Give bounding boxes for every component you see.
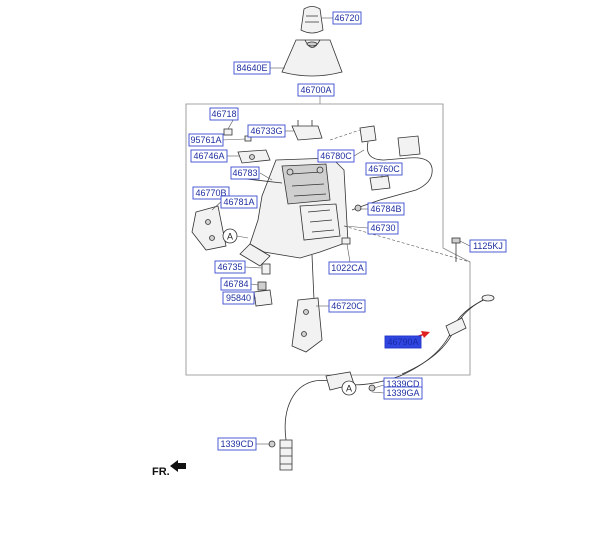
part-label-46700A[interactable]: 46700A — [297, 83, 335, 97]
svg-text:95761A: 95761A — [190, 135, 221, 145]
part-label-46784B[interactable]: 46784B — [367, 202, 405, 216]
svg-text:1022CA: 1022CA — [331, 263, 364, 273]
part-label-46781A[interactable]: 46781A — [220, 195, 258, 209]
part-label-84640E[interactable]: 84640E — [233, 61, 271, 75]
part-label-1125KJ[interactable]: 1125KJ — [469, 239, 507, 253]
svg-text:46718: 46718 — [211, 109, 236, 119]
bracket-drawing — [291, 120, 323, 141]
shifter-housing-drawing — [239, 157, 349, 267]
part-label-46746A[interactable]: 46746A — [190, 149, 228, 163]
svg-text:84640E: 84640E — [236, 63, 267, 73]
svg-text:46720C: 46720C — [331, 301, 363, 311]
callout-circle-a-right: A — [341, 380, 357, 396]
part-label-46735[interactable]: 46735 — [214, 260, 246, 274]
svg-text:A: A — [346, 384, 352, 394]
screw-drawing — [341, 204, 461, 262]
svg-text:46790A: 46790A — [387, 337, 418, 347]
svg-text:A: A — [227, 232, 233, 242]
part-label-46718[interactable]: 46718 — [209, 107, 239, 121]
part-label-46780C[interactable]: 46780C — [317, 149, 355, 163]
svg-text:1125KJ: 1125KJ — [473, 241, 503, 251]
callout-circle-a-left: A — [222, 228, 238, 244]
front-direction-label: FR. — [152, 466, 170, 478]
svg-text:46770B: 46770B — [195, 188, 226, 198]
svg-text:46720: 46720 — [334, 13, 359, 23]
part-label-46720C[interactable]: 46720C — [328, 299, 366, 313]
part-label-46760C[interactable]: 46760C — [365, 162, 403, 176]
detent-parts-drawing — [253, 263, 273, 307]
shift-boot-drawing — [281, 39, 343, 77]
part-label-1022CA[interactable]: 1022CA — [328, 261, 367, 275]
svg-text:46730: 46730 — [370, 223, 395, 233]
svg-text:46784: 46784 — [223, 279, 248, 289]
svg-text:1339CD: 1339CD — [386, 379, 420, 389]
part-label-46730[interactable]: 46730 — [367, 221, 399, 235]
svg-text:46780C: 46780C — [320, 151, 352, 161]
part-label-46770B[interactable]: 46770B — [192, 186, 230, 200]
part-label-46783[interactable]: 46783 — [230, 166, 260, 180]
shift-knob-drawing — [300, 6, 324, 34]
svg-text:46781A: 46781A — [223, 197, 254, 207]
svg-text:46700A: 46700A — [300, 85, 331, 95]
part-label-46790A-highlighted[interactable]: 46790A — [384, 335, 422, 349]
front-direction-marker: FR. — [152, 460, 186, 478]
part-label-46784[interactable]: 46784 — [220, 277, 252, 291]
side-plate-drawing — [191, 205, 227, 251]
svg-text:46784B: 46784B — [370, 204, 401, 214]
shift-lever-drawing — [291, 254, 323, 353]
part-label-95761A[interactable]: 95761A — [188, 133, 224, 147]
front-arrow-icon — [170, 460, 186, 472]
svg-text:95840: 95840 — [226, 293, 251, 303]
svg-text:1339CD: 1339CD — [220, 439, 254, 449]
svg-text:1339GA: 1339GA — [386, 388, 419, 398]
part-label-46720[interactable]: 46720 — [332, 11, 362, 25]
svg-text:46733G: 46733G — [250, 126, 282, 136]
svg-text:46783: 46783 — [232, 168, 257, 178]
part-label-1339CD-lower[interactable]: 1339CD — [217, 437, 257, 451]
svg-text:46760C: 46760C — [368, 164, 400, 174]
svg-text:46746A: 46746A — [193, 151, 224, 161]
part-label-46733G[interactable]: 46733G — [247, 124, 286, 138]
part-label-95840[interactable]: 95840 — [222, 291, 255, 305]
svg-text:46735: 46735 — [217, 262, 242, 272]
part-label-1339GA[interactable]: 1339GA — [383, 386, 423, 400]
